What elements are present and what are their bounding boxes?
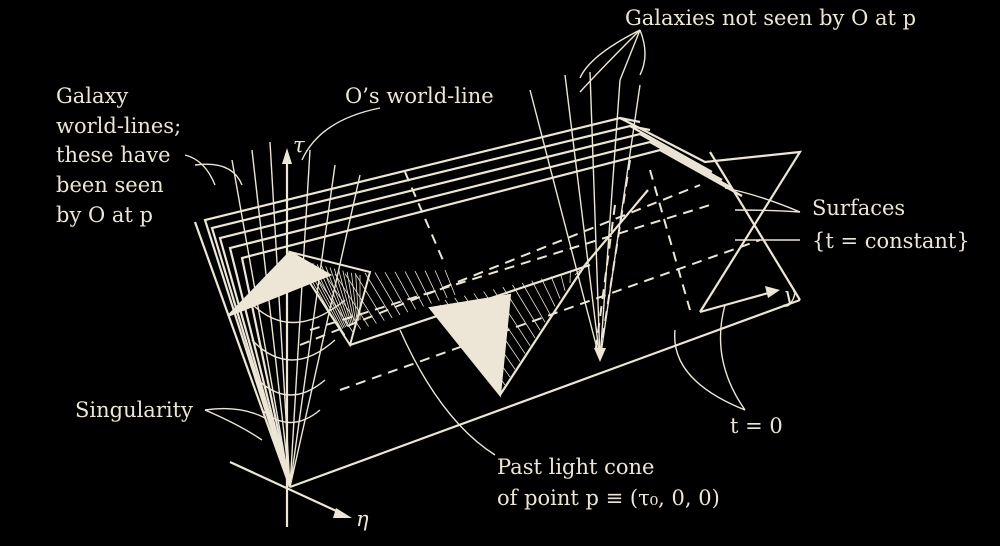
hatch-line (551, 276, 560, 298)
tau-axis-label: τ (293, 133, 305, 157)
hatch-line (435, 270, 447, 298)
hatch-line (345, 274, 376, 324)
eta-axis-label: η (356, 507, 369, 531)
hatch-line (561, 274, 565, 290)
hatch-line (522, 283, 545, 322)
galaxy-world-lines-label: Galaxy world-lines; these have been seen… (56, 84, 181, 227)
surfaces-label-line-2: {t = constant} (812, 229, 970, 253)
singularity-label: Singularity (75, 398, 193, 422)
y-axis-label: y (783, 283, 797, 307)
hatch-line (395, 272, 416, 310)
galaxy-label-line-5: by O at p (56, 203, 153, 227)
hatch-line (445, 270, 455, 295)
past-cone-hatching (300, 260, 580, 390)
t-zero-label: t = 0 (730, 414, 783, 438)
hatch-line (405, 271, 424, 306)
surfaces-label-line-1: Surfaces (812, 196, 905, 220)
y-axis (700, 286, 780, 312)
galaxy-label-line-1: Galaxy (56, 84, 128, 108)
galaxies-not-seen-label: Galaxies not seen by O at p (625, 6, 916, 30)
unseen-galaxy-lines (530, 72, 640, 362)
galaxy-label-line-2: world-lines; (56, 114, 181, 138)
galaxy-label-line-4: been seen (56, 173, 164, 197)
past-light-cone-label-line-2: of point p ≡ (τ₀, 0, 0) (497, 486, 720, 510)
hatch-line (513, 285, 541, 330)
hatch-line (532, 281, 550, 315)
past-light-cone-label-line-1: Past light cone (497, 455, 654, 479)
galaxy-label-line-3: these have (56, 143, 171, 167)
observer-world-line-label: O’s world-line (345, 84, 494, 108)
